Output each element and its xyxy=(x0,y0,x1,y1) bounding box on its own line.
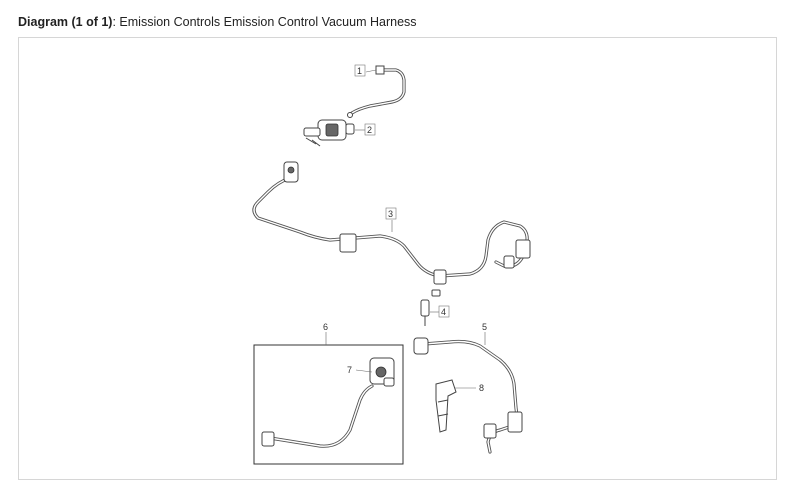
part-1-hose xyxy=(347,65,406,118)
callout-6: 6 xyxy=(323,322,328,332)
part-3-vacuum-harness xyxy=(252,161,531,285)
callout-3-box xyxy=(385,207,397,220)
diagram-count: Diagram (1 of 1) xyxy=(18,15,113,29)
header-separator: : xyxy=(112,15,120,29)
callout-4-box xyxy=(438,305,450,318)
part-2-solenoid-valve xyxy=(303,119,355,147)
callout-8: 8 xyxy=(479,383,484,393)
callout-7: 7 xyxy=(347,365,352,375)
callout-2: 2 xyxy=(367,125,372,135)
part-7-valve xyxy=(369,357,395,387)
diagram-frame xyxy=(18,37,777,480)
part-5-lower-harness xyxy=(413,337,523,454)
callout-3: 3 xyxy=(388,209,393,219)
part-6-hose-kit xyxy=(261,384,374,448)
callout-4: 4 xyxy=(441,307,446,317)
callout-2-box xyxy=(364,123,376,136)
callout-1: 1 xyxy=(357,66,362,76)
part-4-fitting xyxy=(420,289,441,326)
part-6-kit-box xyxy=(253,344,404,465)
callout-1-box xyxy=(354,64,366,77)
diagram-header: Diagram (1 of 1): Emission Controls Emis… xyxy=(18,14,417,30)
part-8-bracket xyxy=(435,379,457,433)
callout-5: 5 xyxy=(482,322,487,332)
diagram-title: Emission Controls Emission Control Vacuu… xyxy=(119,15,417,29)
